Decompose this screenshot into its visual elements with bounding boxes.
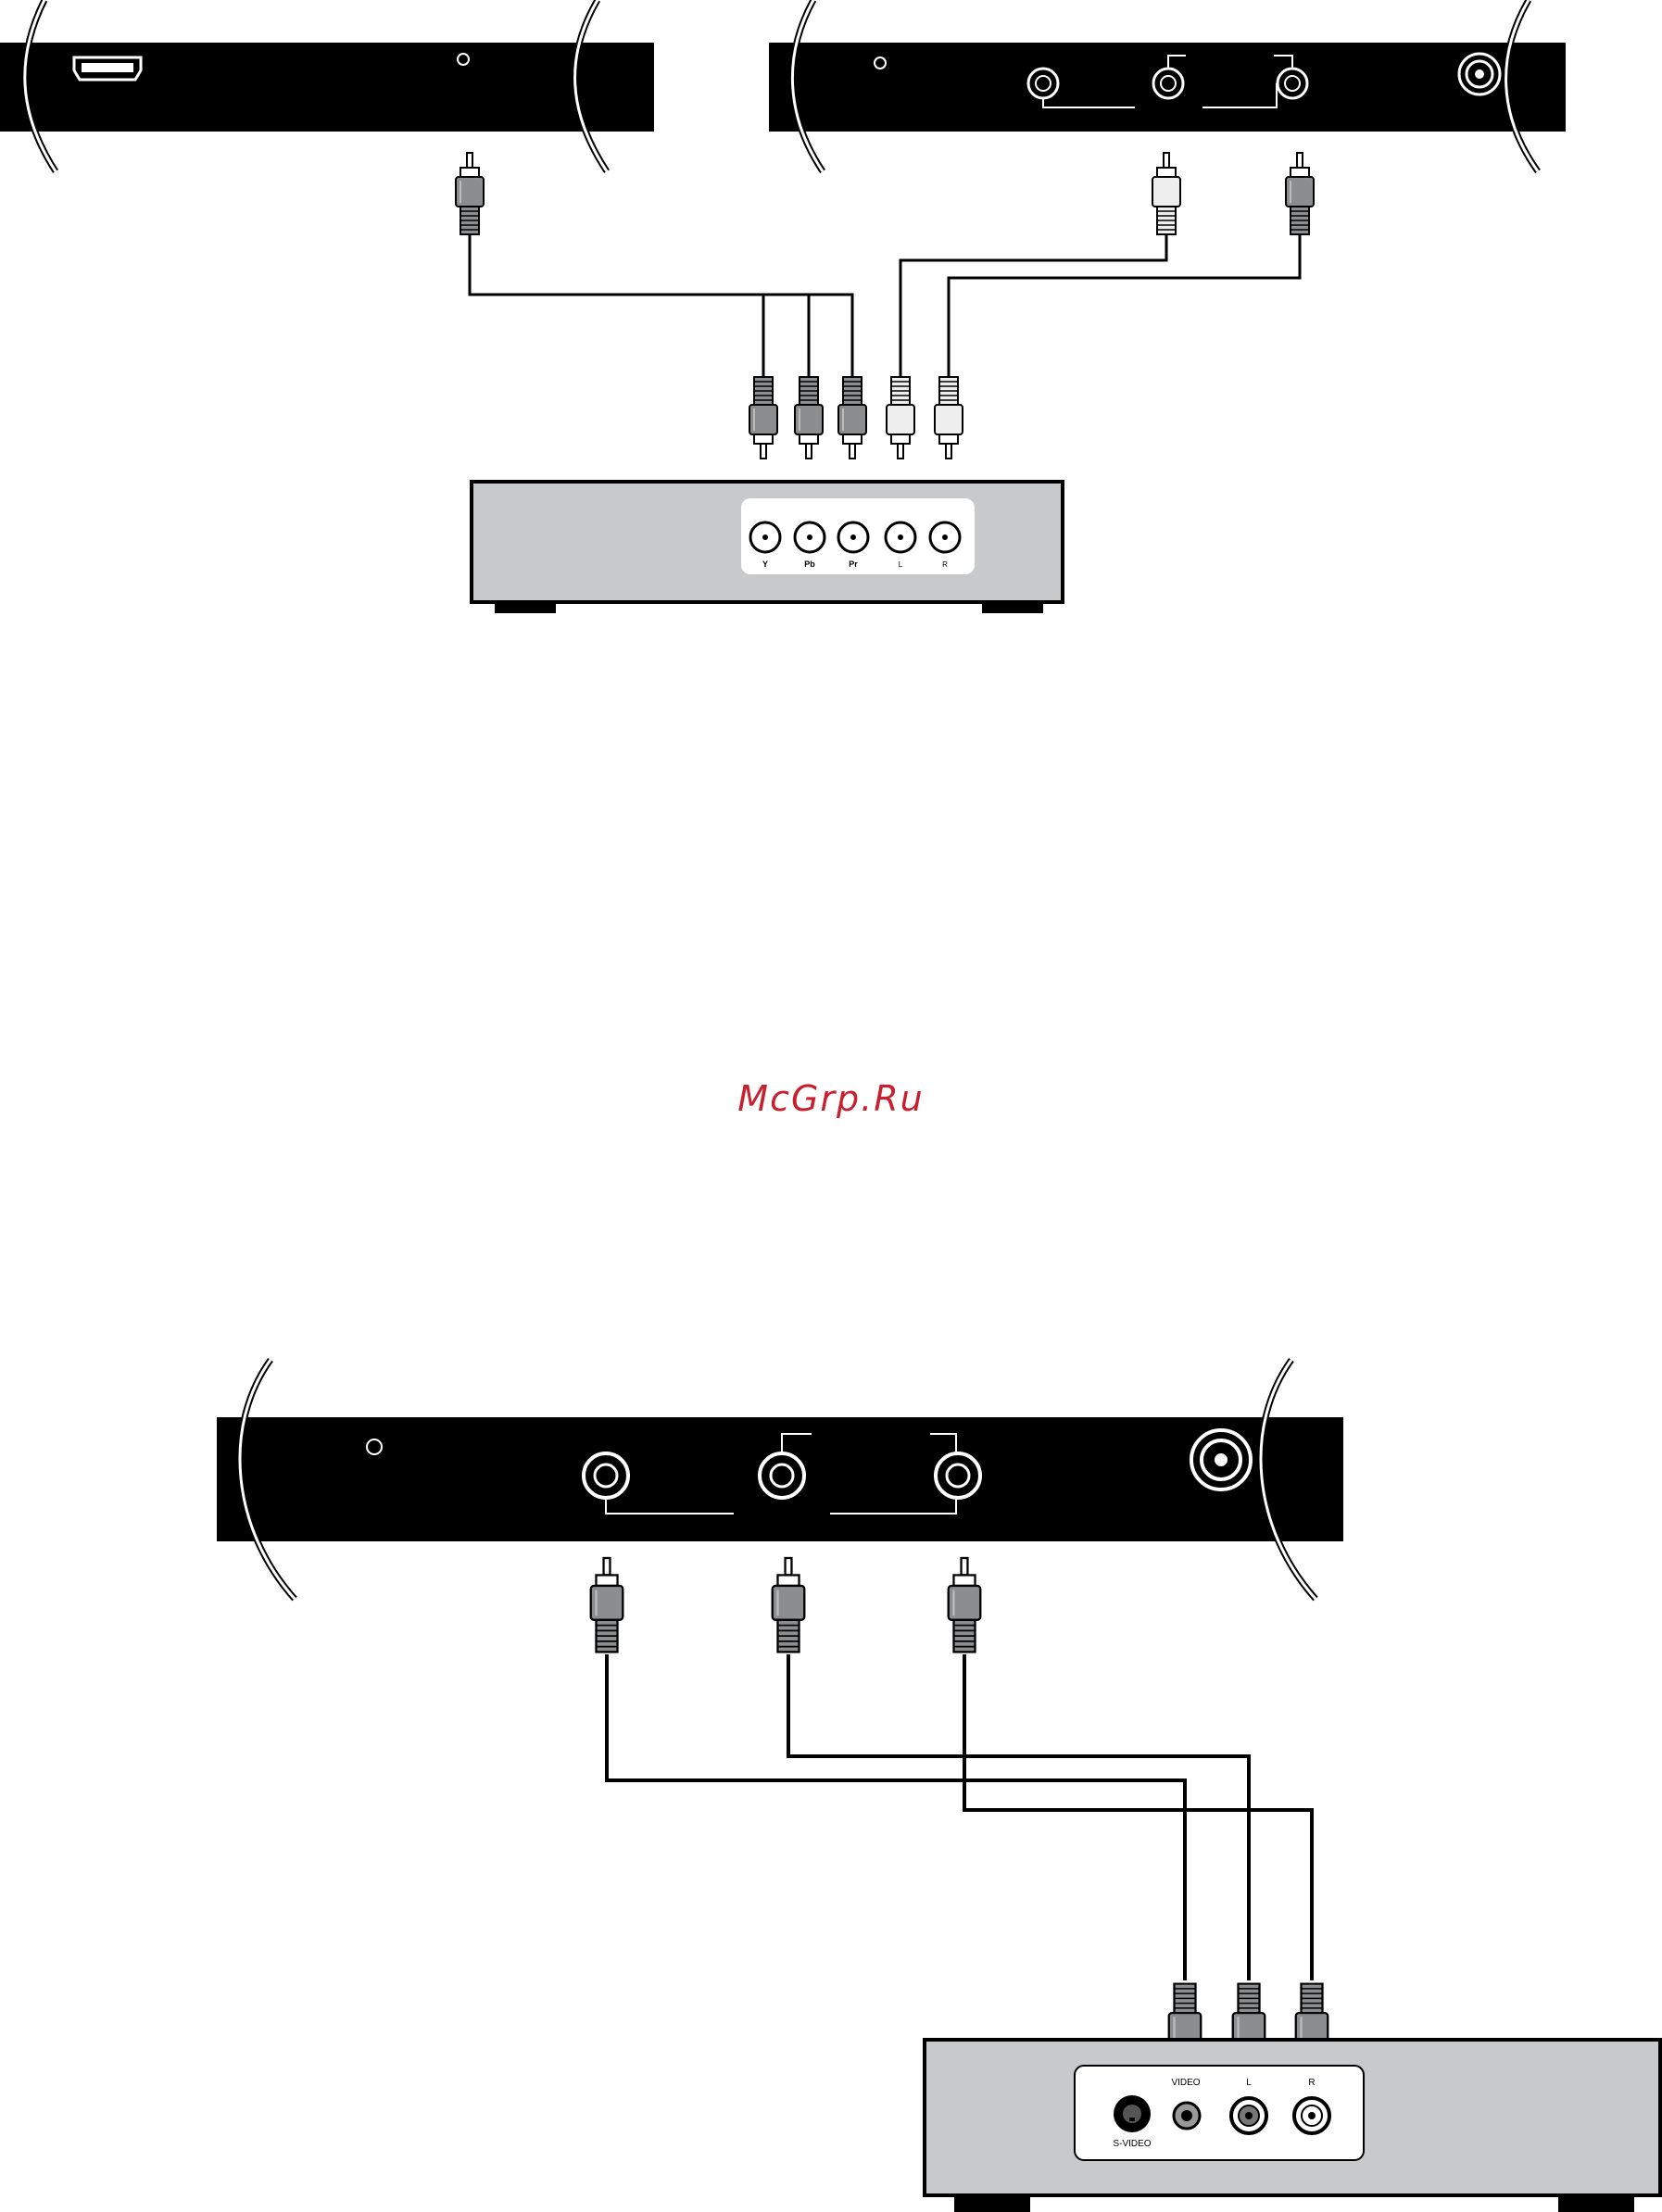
jack-label-l: L — [899, 560, 903, 569]
top-diagram: Y Pb Pr L R — [0, 0, 1566, 613]
rca-jack-icon — [760, 1453, 804, 1498]
rca-plug-icon — [795, 377, 823, 459]
jack-label-pb: Pb — [804, 559, 815, 569]
jack-label-l: L — [1246, 2078, 1252, 2088]
rca-jack-icon — [1278, 69, 1307, 98]
bottom-diagram: VIDEO L R S-VIDEO — [217, 1360, 1660, 2212]
rca-plug-icon — [749, 377, 777, 459]
hdmi-port-icon — [74, 57, 141, 80]
rca-jack-icon — [930, 522, 960, 552]
jack-label-s-video: S-VIDEO — [1113, 2139, 1151, 2149]
rca-jack-icon — [1028, 69, 1058, 98]
rca-plug-icon — [887, 377, 914, 459]
s-video-jack-icon — [1114, 2095, 1151, 2132]
watermark: McGrp.Ru — [0, 1078, 1662, 1119]
rca-jack-icon — [1231, 2098, 1266, 2133]
rca-jack-icon — [795, 522, 825, 552]
rca-jack-icon — [886, 522, 915, 552]
jack-label-video: VIDEO — [1171, 2078, 1200, 2088]
rca-plug-icon — [1286, 153, 1314, 234]
jack-label-y: Y — [762, 559, 768, 569]
rca-jack-icon — [750, 522, 780, 552]
rca-plug-icon — [935, 377, 963, 459]
rca-jack-icon — [1153, 69, 1183, 98]
cables-bottom — [607, 1654, 1312, 1980]
tv-panel-left — [0, 0, 654, 171]
coax-antenna-icon — [1191, 1430, 1251, 1489]
jack-label-r: R — [942, 560, 948, 569]
rca-plug-icon — [949, 1558, 981, 1652]
source-device-component: Y Pb Pr L R — [472, 482, 1063, 613]
rca-plug-icon — [773, 1558, 805, 1652]
source-plugs-top — [749, 377, 963, 459]
rca-plug-icon — [591, 1558, 623, 1652]
tv-panel-right — [769, 0, 1566, 171]
jack-label-r: R — [1308, 2078, 1315, 2088]
rca-plug-icon — [838, 377, 866, 459]
tv-panel-bottom — [217, 1360, 1343, 1599]
rca-jack-icon — [838, 522, 868, 552]
jack-label-pr: Pr — [849, 559, 858, 569]
cables-top — [470, 234, 1300, 387]
coax-antenna-icon — [1459, 54, 1500, 94]
rca-jack-icon — [584, 1453, 628, 1498]
rca-plug-icon — [456, 153, 484, 234]
rca-jack-icon — [1294, 2098, 1329, 2133]
source-device-composite: VIDEO L R S-VIDEO — [925, 2040, 1660, 2212]
rca-jack-icon — [1174, 2103, 1200, 2129]
rca-jack-icon — [936, 1453, 980, 1498]
rca-plug-icon — [1152, 153, 1180, 234]
